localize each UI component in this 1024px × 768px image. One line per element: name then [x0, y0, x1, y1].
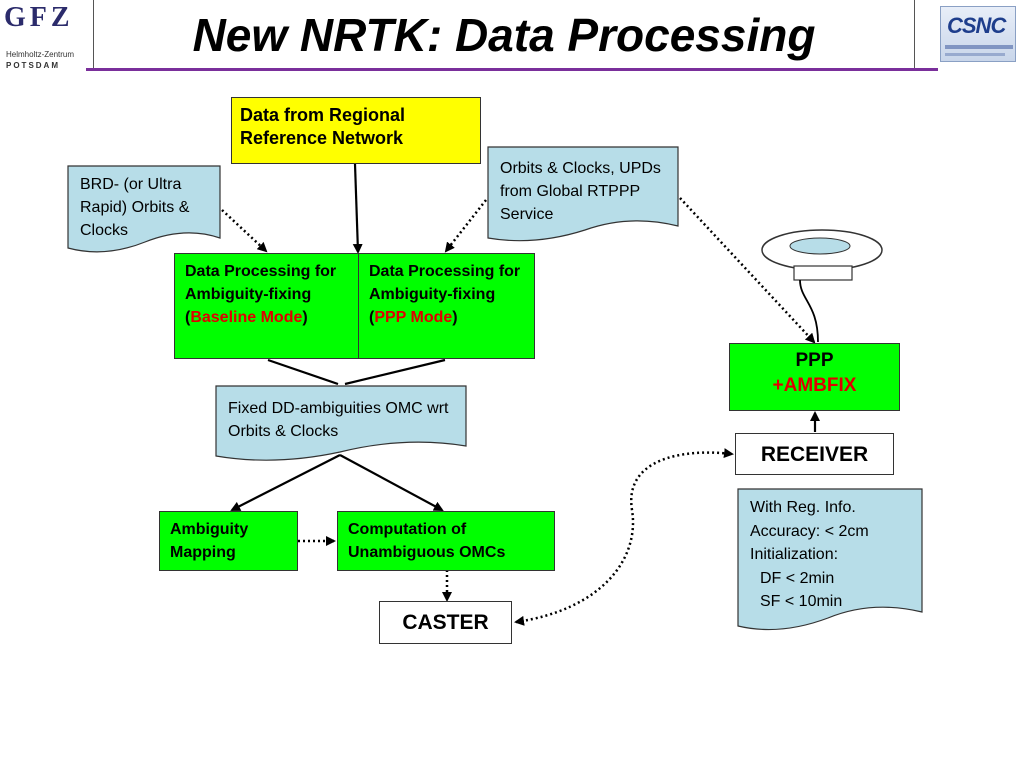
receiver-label: RECEIVER [760, 442, 869, 466]
ambfix-label: +AMBFIX [772, 375, 857, 396]
accuracy-note-shape [737, 488, 923, 631]
baseline-mode-label: Baseline Mode [190, 309, 303, 326]
gfz-logo-letters: GFZ [4, 2, 74, 33]
regional-network-label: Data from Regional Reference Network [240, 105, 406, 148]
arrow-network-to-processing [352, 163, 363, 254]
accuracy-line: DF < 2min [760, 569, 835, 587]
title-underline [86, 68, 938, 71]
arrow-fixed-dd-to-omc [339, 454, 444, 511]
ppp-processing-label: Data Processing for Ambiguity-fixing ( [369, 263, 521, 326]
ambiguity-mapping-label: Ambiguity Mapping [170, 521, 249, 561]
caster-box: CASTER [379, 601, 512, 644]
unambiguous-omc-label: Computation of Unambiguous OMCs [348, 521, 506, 561]
slide-title: New NRTK: Data Processing [192, 9, 816, 61]
csnc-logo-word: CSNC [947, 13, 1006, 38]
gfz-logo-line1: Helmholtz-Zentrum [6, 50, 75, 59]
global-rtppp-label: Orbits & Clocks, UPDs from Global RTPPP … [500, 160, 661, 223]
arrow-fixed-dd-to-mapping [230, 454, 341, 511]
baseline-processing-open-paren: ( [185, 309, 191, 326]
global-rtppp-note: Orbits & Clocks, UPDs from Global RTPPP … [490, 152, 678, 231]
ppp-processing-close: ) [452, 309, 458, 326]
csnc-logo-stripe [945, 45, 1013, 49]
gfz-logo-line2: POTSDAM [6, 61, 60, 70]
ambiguity-mapping-box: Ambiguity Mapping [159, 511, 298, 571]
rtppp-note-shape [487, 146, 679, 242]
ppp-label: PPP [795, 350, 834, 371]
arrow-baseline-to-fixed-dd [267, 358, 339, 386]
accuracy-line: SF < 10min [760, 593, 843, 610]
accuracy-line: Accuracy: < 2cm [750, 522, 869, 540]
ppp-ambfix-box: PPP +AMBFIX [729, 343, 900, 411]
arrow-ppp-to-fixed-dd [344, 358, 446, 386]
dotted-rtppp-to-ppp [444, 199, 487, 253]
unambiguous-omc-box: Computation of Unambiguous OMCs [337, 511, 555, 571]
csnc-logo: CSNC [940, 6, 1016, 62]
baseline-processing-label: Data Processing for Ambiguity-fixing [185, 263, 337, 303]
gfz-logo: GFZ Helmholtz-Zentrum POTSDAM [0, 0, 92, 72]
ppp-processing-box: Data Processing for Ambiguity-fixing (PP… [358, 253, 535, 359]
baseline-processing-box: Data Processing for Ambiguity-fixing (Ba… [174, 253, 359, 359]
accuracy-line: Initialization: [750, 546, 839, 563]
ppp-mode-label: PPP Mode [374, 309, 453, 326]
gnss-antenna-icon [761, 229, 883, 343]
fixed-dd-note-shape [215, 385, 467, 461]
accuracy-line: With Reg. Info. [750, 499, 856, 516]
regional-network-box: Data from Regional Reference Network [231, 97, 481, 164]
fixed-dd-label: Fixed DD-ambiguities OMC wrt Orbits & Cl… [228, 400, 449, 440]
caster-label: CASTER [402, 611, 489, 634]
brd-note-shape [67, 165, 221, 253]
fixed-dd-note: Fixed DD-ambiguities OMC wrt Orbits & Cl… [218, 392, 466, 448]
title-box: New NRTK: Data Processing [93, 0, 915, 70]
brd-orbits-note: BRD- (or Ultra Rapid) Orbits & Clocks [70, 168, 220, 247]
receiver-box: RECEIVER [735, 433, 894, 475]
brd-orbits-label: BRD- (or Ultra Rapid) Orbits & Clocks [80, 176, 190, 239]
baseline-processing-close: ) [302, 309, 308, 326]
accuracy-note: With Reg. Info. Accuracy: < 2cm Initiali… [740, 491, 922, 619]
csnc-logo-stripe-2 [945, 53, 1005, 56]
dotted-brd-to-baseline [221, 209, 268, 253]
